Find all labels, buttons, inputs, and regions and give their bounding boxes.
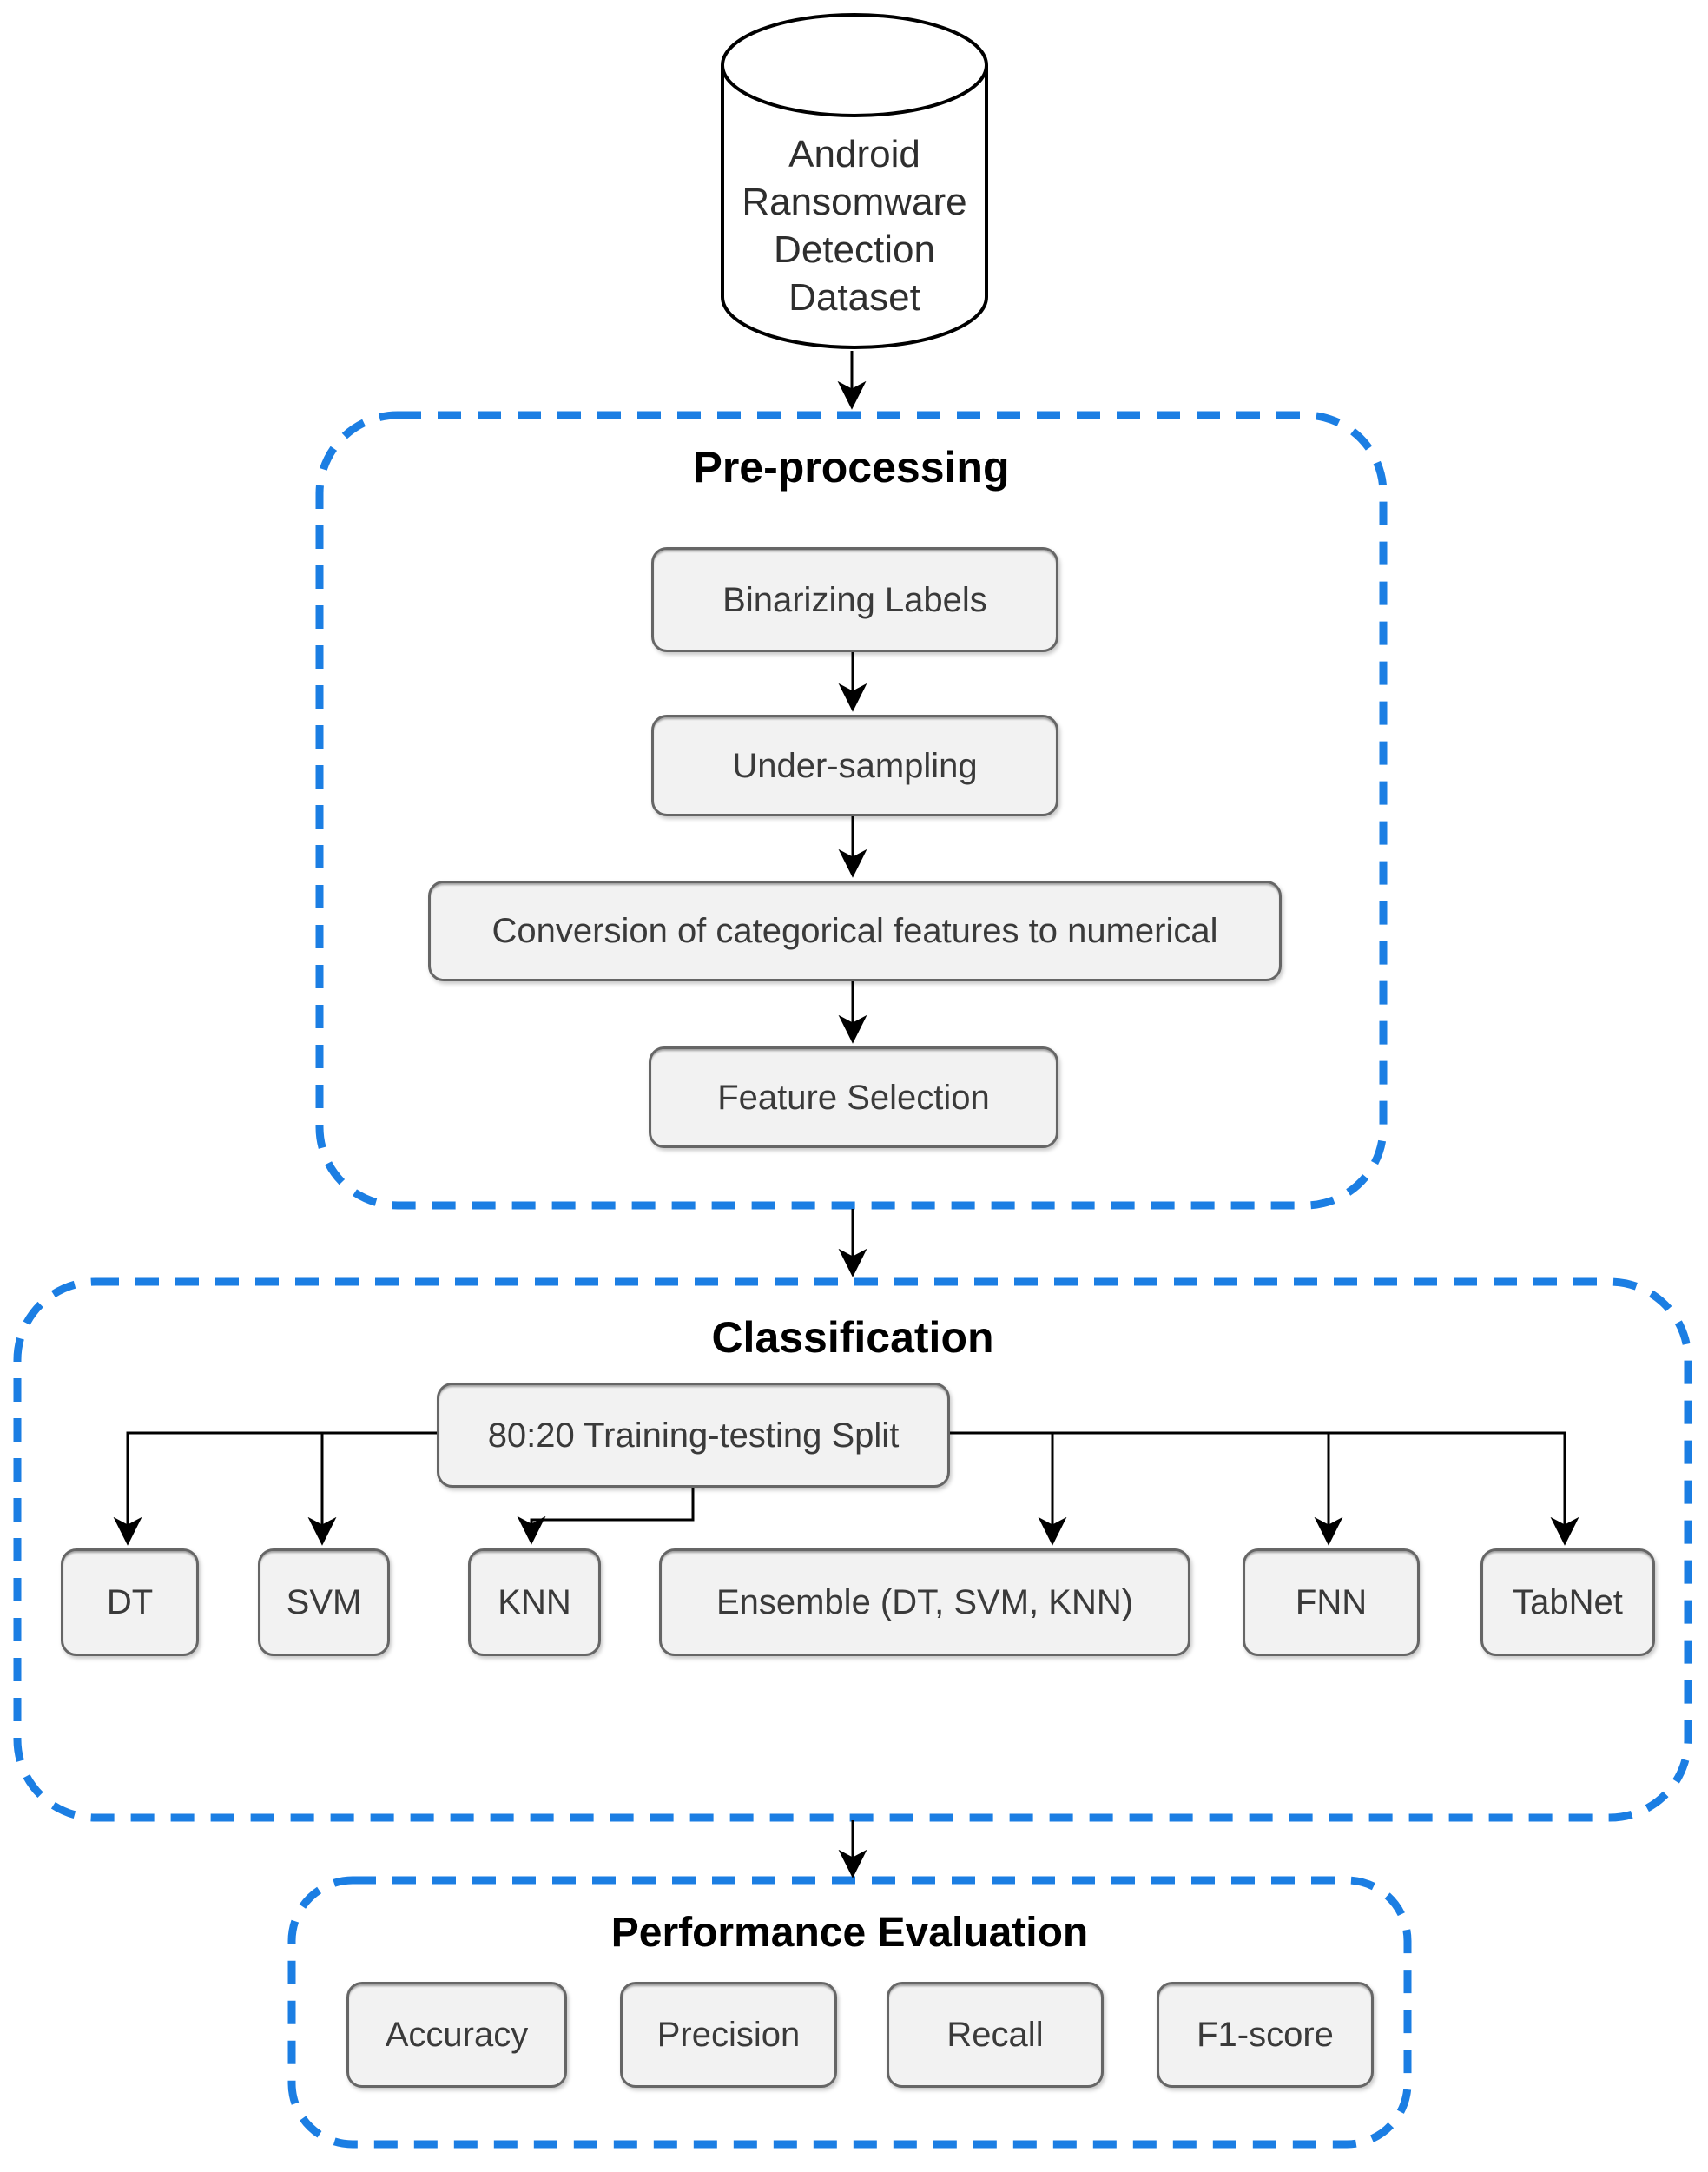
- cylinder-top: [721, 13, 988, 117]
- dataset-label-line: Android: [788, 133, 920, 175]
- step-under-sampling: Under-sampling: [651, 715, 1058, 816]
- metric-f1-score: F1-score: [1157, 1982, 1374, 2088]
- dataset-label: Android Ransomware Detection Dataset: [719, 130, 990, 321]
- connector-split-to-tabnet: [945, 1431, 1579, 1546]
- evaluation-container-border: [287, 1876, 1412, 2149]
- dataset-node: Android Ransomware Detection Dataset: [719, 13, 990, 360]
- step-categorical-conversion: Conversion of categorical features to nu…: [428, 881, 1282, 981]
- metric-precision: Precision: [620, 1982, 837, 2088]
- classifier-dt: DT: [61, 1548, 199, 1656]
- classifier-knn: KNN: [468, 1548, 601, 1656]
- preprocessing-title: Pre-processing: [693, 443, 1010, 492]
- dataset-label-line: Detection: [774, 228, 935, 271]
- classifier-ensemble: Ensemble (DT, SVM, KNN): [659, 1548, 1190, 1656]
- metric-accuracy: Accuracy: [346, 1982, 567, 2088]
- step-binarizing-labels: Binarizing Labels: [651, 547, 1058, 652]
- metric-recall: Recall: [887, 1982, 1104, 2088]
- connector-split-to-dt: [113, 1431, 437, 1546]
- preprocessing-container-border: [315, 411, 1388, 1210]
- classifier-svm: SVM: [258, 1548, 390, 1656]
- train-test-split-node: 80:20 Training-testing Split: [437, 1383, 950, 1488]
- classifier-tabnet: TabNet: [1480, 1548, 1655, 1656]
- step-feature-selection: Feature Selection: [649, 1046, 1058, 1148]
- evaluation-title: Performance Evaluation: [610, 1910, 1089, 1956]
- dataset-label-line: Ransomware: [742, 181, 967, 223]
- classifier-fnn: FNN: [1243, 1548, 1420, 1656]
- classification-title: Classification: [711, 1313, 994, 1362]
- dataset-label-line: Dataset: [788, 276, 920, 319]
- connector-split-to-knn: [517, 1482, 695, 1545]
- classification-container-border: [13, 1277, 1692, 1822]
- database-cylinder-icon: [721, 13, 988, 349]
- cylinder-body: [721, 65, 988, 349]
